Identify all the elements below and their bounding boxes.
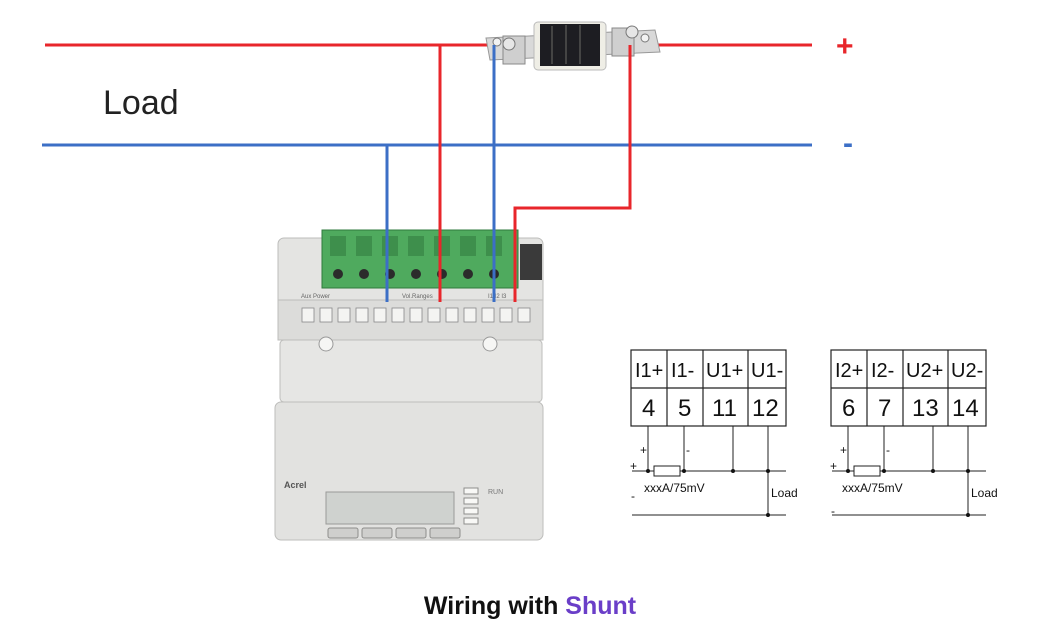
schematic-minus-label: - [886, 443, 890, 457]
schematic-minus-label: - [686, 443, 690, 457]
caption-prefix: Wiring with [423, 592, 566, 620]
red-wire-shunt [513, 45, 632, 302]
meter-indicator [463, 507, 479, 515]
terminal-number: 7 [878, 395, 891, 422]
meter-run-label: RUN [488, 489, 503, 496]
meter-button [361, 527, 393, 539]
terminal-number: 4 [642, 395, 655, 422]
connection-wires [385, 45, 632, 302]
terminal-header: I2- [871, 360, 894, 382]
meter-label-vol-ranges: Vol.Ranges [402, 294, 433, 300]
terminal-header: U1- [751, 360, 783, 382]
terminal-header: I1- [671, 360, 694, 382]
meter-device: Aux Power Vol.Ranges I1 I2 I3 Acrel RUN [274, 229, 544, 541]
shunt-resistor [485, 21, 661, 71]
meter-indicator [463, 487, 479, 495]
terminal-number: 11 [712, 395, 737, 422]
meter-label-current: I1 I2 I3 [488, 294, 507, 300]
terminal-number: 12 [752, 395, 779, 422]
terminal-number: 5 [678, 395, 691, 422]
meter-indicator [463, 497, 479, 505]
terminal-header: U1+ [706, 360, 743, 382]
schematic-channel-1: I1+ I1- U1+ U1- 4 5 11 12 + - + - xxxA/7… [630, 349, 798, 517]
schematic-plus-label: + [630, 459, 637, 473]
negative-polarity-label: - [843, 127, 853, 160]
terminal-header: I2+ [835, 360, 863, 382]
shunt-rating-label: xxxA/75mV [842, 481, 903, 495]
schematic-plus-label: + [640, 443, 647, 457]
schematic-minus-label: - [831, 504, 835, 518]
terminal-number: 14 [952, 395, 979, 422]
meter-button [429, 527, 461, 539]
terminal-number: 6 [842, 395, 855, 422]
schematic-plus-label: + [840, 443, 847, 457]
caption-highlight: Shunt [565, 592, 637, 620]
terminal-header: I1+ [635, 360, 663, 382]
meter-button [395, 527, 427, 539]
load-label: Load [103, 84, 179, 122]
meter-label-aux-power: Aux Power [301, 294, 330, 300]
schematic-plus-label: + [830, 459, 837, 473]
meter-brand: Acrel [284, 480, 307, 490]
schematic-minus-label: - [631, 489, 635, 503]
positive-polarity-label: + [836, 30, 854, 63]
schematic-channel-2: I2+ I2- U2+ U2- 6 7 13 14 + - + - xxxA/7… [830, 349, 998, 518]
terminal-number: 13 [912, 395, 939, 422]
schematic-load-label: Load [971, 486, 998, 500]
figure-caption: Wiring with Shunt [0, 592, 1060, 621]
meter-button [327, 527, 359, 539]
terminal-header: U2+ [906, 360, 943, 382]
schematic-load-label: Load [771, 486, 798, 500]
terminal-header: U2- [951, 360, 983, 382]
shunt-rating-label: xxxA/75mV [644, 481, 705, 495]
meter-indicator [463, 517, 479, 525]
meter-display [325, 491, 455, 525]
